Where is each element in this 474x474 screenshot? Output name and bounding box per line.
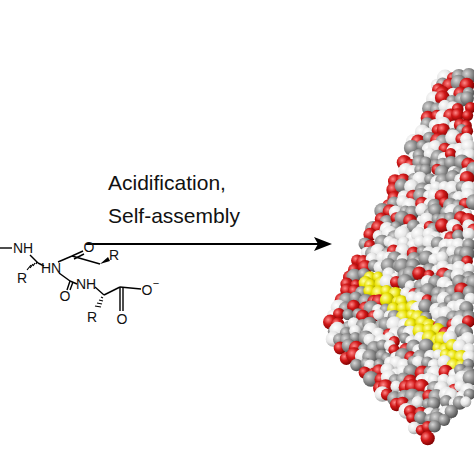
reaction-arrow [86,237,332,251]
space-filling-model [323,68,474,445]
atom-sphere [428,420,440,432]
atom-label: HN [41,261,61,275]
stereo-bonds [27,262,103,307]
atom-label: O [117,312,128,326]
atom-label: O [84,240,95,254]
atom-label: NH [13,241,33,255]
atom-sphere [466,194,474,210]
substituent-label: R [17,271,27,285]
atom-label: NH [76,277,96,291]
peptide-bonds [0,248,141,311]
charge-label: − [153,278,159,289]
atom-label: O [60,289,71,303]
atom-sphere [460,396,471,407]
atom-label: O [142,283,153,297]
wedge-bond [100,257,110,264]
substituent-label: R [109,248,119,262]
substituent-label: R [87,310,97,324]
arrow-label: Acidification, Self-assembly [108,166,268,232]
atom-sphere [421,431,435,445]
